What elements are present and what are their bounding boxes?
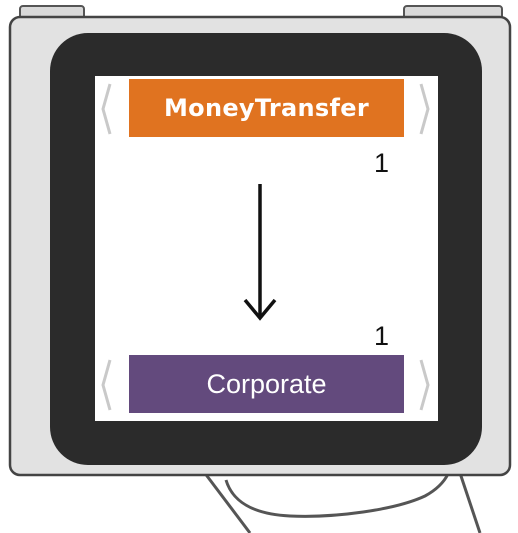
prev-arrow-icon-bottom[interactable]	[101, 359, 112, 411]
down-arrow-icon	[243, 184, 277, 321]
source-entity-label[interactable]: MoneyTransfer	[129, 79, 404, 137]
target-entity-label[interactable]: Corporate	[129, 355, 404, 413]
hand-illustration	[202, 469, 482, 533]
target-cardinality: 1	[374, 321, 390, 351]
prev-arrow-icon-top[interactable]	[101, 83, 112, 135]
source-cardinality: 1	[374, 148, 390, 178]
next-arrow-icon-bottom[interactable]	[419, 359, 430, 411]
next-arrow-icon-top[interactable]	[419, 83, 430, 135]
